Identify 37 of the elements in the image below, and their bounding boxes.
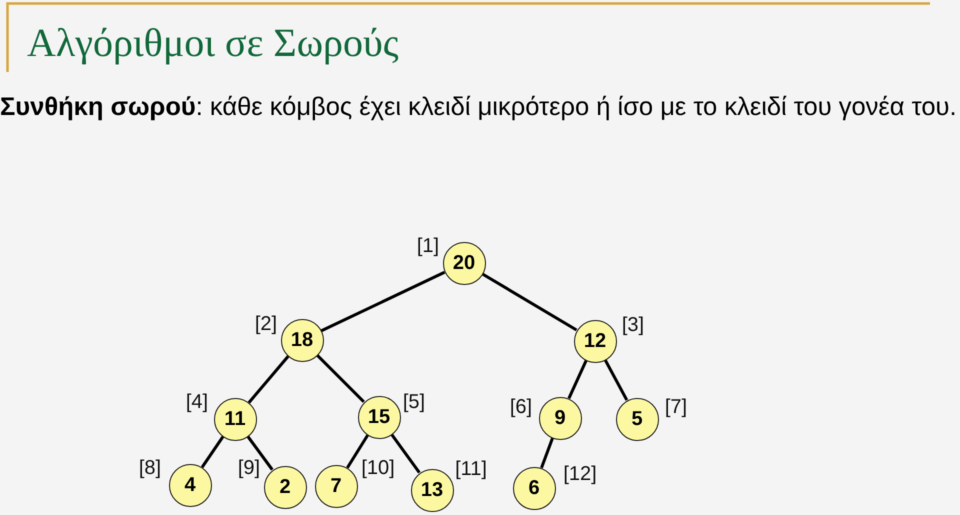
index-label: [12] xyxy=(563,463,597,485)
heap-node: 9 xyxy=(538,396,582,440)
tree-edge xyxy=(540,438,554,468)
tree-edge xyxy=(320,270,446,332)
tree-edge xyxy=(482,272,578,332)
tree-edge xyxy=(604,359,628,401)
tree-edge xyxy=(346,434,369,469)
index-label: [7] xyxy=(664,396,688,418)
index-label: [2] xyxy=(254,313,278,335)
tree-edge xyxy=(390,434,421,474)
heap-node: 13 xyxy=(410,468,454,512)
heap-node: 4 xyxy=(168,464,212,506)
tree-edge xyxy=(246,435,274,471)
heap-node: 5 xyxy=(616,398,658,440)
heap-node: 2 xyxy=(264,466,306,508)
heap-node: 20 xyxy=(442,242,486,284)
index-label: [3] xyxy=(622,314,644,336)
heap-condition-text: Συνθήκη σωρού: κάθε κόμβος έχει κλειδί μικρότερο ή ίσο με το κλειδί του γονέα του. xyxy=(0,93,957,122)
heap-node: 6 xyxy=(512,466,556,510)
index-label: [8] xyxy=(138,457,162,479)
index-label: [11] xyxy=(455,458,487,480)
heap-node: 11 xyxy=(214,398,256,440)
index-label: [6] xyxy=(510,396,532,418)
heap-node: 15 xyxy=(358,396,400,438)
index-label: [5] xyxy=(402,391,426,413)
tree-edge xyxy=(248,355,290,404)
slide-title: Αλγόριθμοι σε Σωρούς xyxy=(27,20,399,66)
index-label: [9] xyxy=(238,457,260,479)
heap-node: 7 xyxy=(314,464,358,508)
tree-edge xyxy=(200,436,224,468)
index-label: [1] xyxy=(416,235,440,257)
index-label: [4] xyxy=(186,391,208,413)
heap-node: 18 xyxy=(280,318,324,362)
heap-node: 12 xyxy=(574,320,616,362)
tree-edge xyxy=(568,360,588,400)
index-label: [10] xyxy=(361,457,395,479)
tree-edge xyxy=(316,354,365,403)
